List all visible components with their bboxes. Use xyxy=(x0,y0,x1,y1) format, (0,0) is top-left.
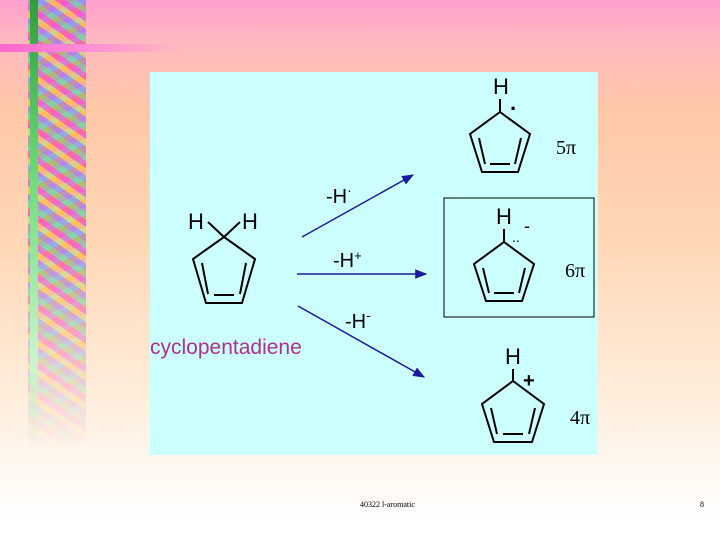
compound-label: cyclopentadiene xyxy=(150,336,302,359)
cyclopentadiene-structure: H H cyclopentadiene xyxy=(150,209,302,359)
reaction-figure: H H cyclopentadiene -H· xyxy=(150,72,598,455)
product-cation-h: H xyxy=(505,344,521,369)
start-h-right: H xyxy=(242,209,258,234)
radical-dot: · xyxy=(510,96,517,121)
electron-count-5pi: 5π xyxy=(556,137,576,159)
product-cation: H + 4π xyxy=(480,344,590,443)
electron-count-4pi: 4π xyxy=(570,407,590,429)
reagent-label-proton: -H+ xyxy=(333,248,362,272)
lone-pair-dots: .. xyxy=(512,229,520,245)
slide-page-number: 8 xyxy=(700,500,704,509)
aromatic-highlight-box xyxy=(443,197,595,318)
slide-footer-text: 40322 l-aromatic xyxy=(360,500,415,509)
reagent-label-radical: -H· xyxy=(326,182,352,208)
arrow-hydride: -H- xyxy=(297,305,426,378)
arrow-cation-loss: -H+ xyxy=(297,248,428,279)
electron-count-6pi: 6π xyxy=(565,260,585,282)
product-radical: H · 5π xyxy=(468,74,576,173)
reaction-scheme: H H cyclopentadiene -H· xyxy=(150,74,595,443)
start-h-left: H xyxy=(188,209,204,234)
decorative-pink-bar xyxy=(0,44,180,52)
product-anion-h: H xyxy=(496,204,512,229)
decorative-green-bar xyxy=(30,0,38,450)
product-anion: H .. - 6π xyxy=(443,197,595,318)
product-radical-h: H xyxy=(493,74,509,99)
arrow-radical: -H· xyxy=(301,174,415,238)
cation-charge: + xyxy=(523,370,535,392)
reagent-label-hydride: -H- xyxy=(345,307,371,333)
anion-charge: - xyxy=(524,216,530,236)
